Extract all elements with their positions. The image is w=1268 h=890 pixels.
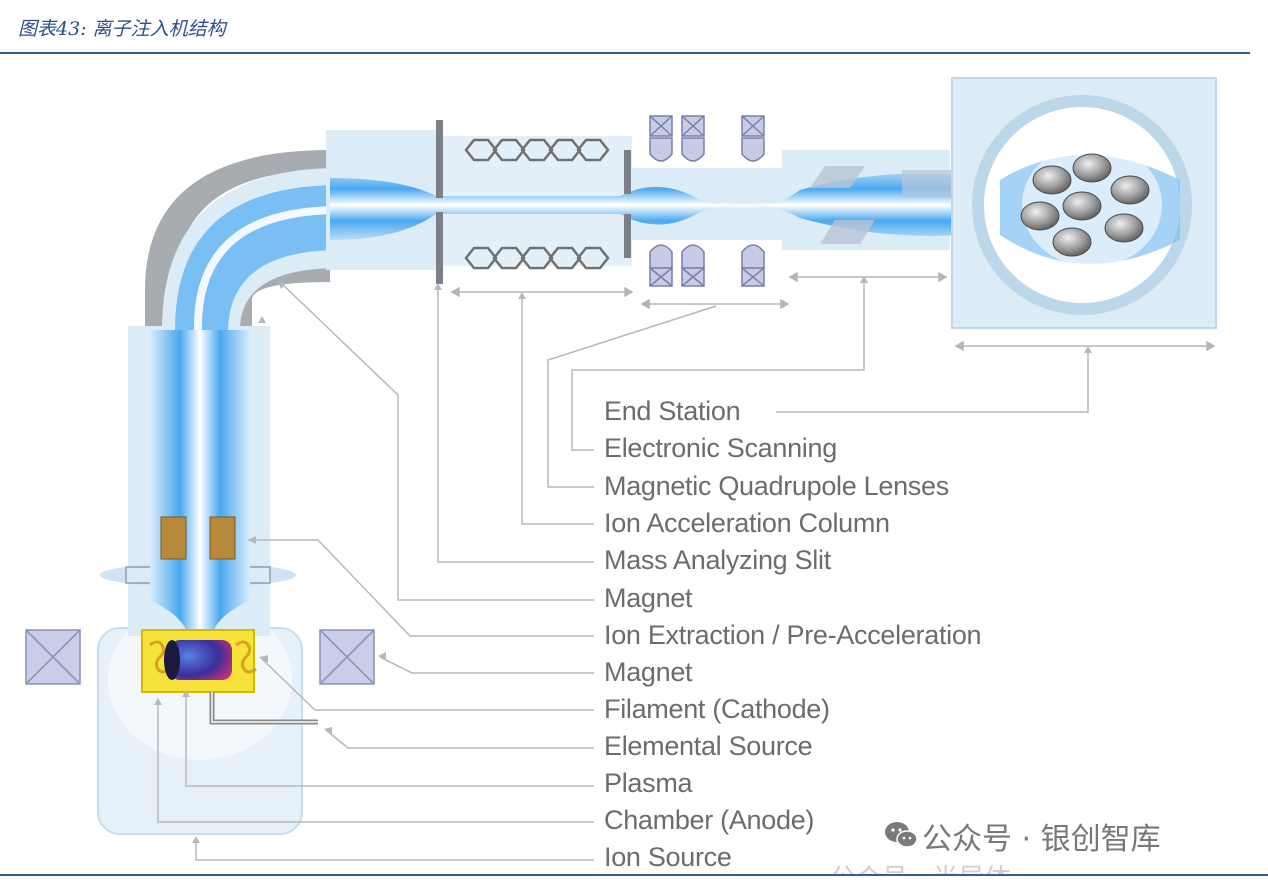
figure-title: 图表43: 离子注入机结构 — [18, 18, 226, 40]
quadrupole-lenses — [649, 115, 765, 287]
bottom-rule — [0, 874, 1268, 876]
label-filament-cathode: Filament (Cathode) — [604, 694, 830, 724]
filament-coil-right — [235, 640, 257, 674]
watermark-text: 公众号 · 银创智库 — [922, 822, 1161, 857]
cathode — [170, 640, 232, 680]
top-rule — [0, 52, 1250, 54]
end-station — [951, 77, 1217, 329]
label-ion-source: Ion Source — [604, 842, 732, 872]
leader-lines — [157, 278, 1089, 861]
label-end-station: End Station — [604, 396, 741, 426]
span-indicators — [450, 271, 1216, 352]
label-ion-acceleration-column: Ion Acceleration Column — [604, 508, 890, 538]
label-magnetic-quadrupole-lenses: Magnetic Quadrupole Lenses — [604, 471, 949, 501]
acceleration-rings-top — [464, 138, 610, 162]
label-chamber-anode: Chamber (Anode) — [604, 805, 815, 835]
label-elemental-source: Elemental Source — [604, 731, 813, 761]
label-ion-extraction: Ion Extraction / Pre-Acceleration — [604, 620, 982, 650]
ion-beam-vertical — [150, 330, 250, 640]
scan-plate-top — [810, 166, 865, 188]
label-mass-analyzing-slit: Mass Analyzing Slit — [604, 545, 831, 575]
label-magnet-source: Magnet — [604, 657, 693, 687]
mass-analyzing-slit-top — [436, 120, 443, 198]
source-magnet-right — [319, 629, 375, 685]
scan-plate-bottom — [820, 220, 875, 244]
analyzer-magnet-outer — [145, 150, 330, 326]
leader-arrowheads — [154, 276, 1092, 843]
label-plasma: Plasma — [604, 768, 693, 798]
wafers — [1020, 153, 1150, 257]
label-magnet-analyzer: Magnet — [604, 583, 693, 613]
pre-acceleration-electrode-left — [160, 516, 187, 560]
filament-coil-left — [149, 640, 171, 674]
watermark-faint-text: 公众号 · 半导体… — [830, 858, 1037, 874]
ion-beam-bend — [175, 185, 340, 330]
source-magnet-left — [25, 629, 81, 685]
acceleration-rings-bottom — [464, 246, 610, 270]
wechat-icon — [885, 822, 918, 848]
label-electronic-scanning: Electronic Scanning — [604, 433, 837, 463]
pre-acceleration-electrode-right — [209, 516, 236, 560]
mass-analyzing-slit-bottom — [436, 212, 443, 284]
